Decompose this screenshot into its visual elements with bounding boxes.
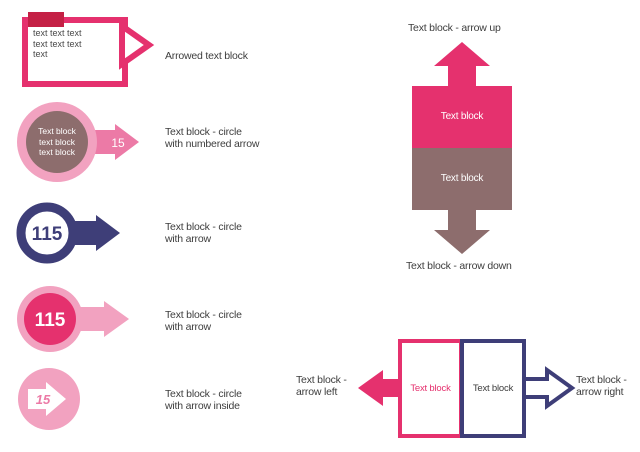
item-label-circle-numbered-arrow: Text block - circle with numbered arrow bbox=[165, 126, 260, 150]
arrow-right-icon bbox=[64, 215, 120, 251]
label-arrow-left: Text block - arrow left bbox=[296, 374, 347, 398]
arrow-number: 15 bbox=[36, 392, 51, 407]
item-label-circle-arrow-indigo: Text block - circle with arrow bbox=[165, 221, 242, 245]
number-circle bbox=[16, 202, 78, 264]
arrow-left-right-row-shape bbox=[358, 339, 576, 438]
text-block-top-label: Text block bbox=[440, 111, 484, 122]
arrow-down-icon bbox=[434, 204, 490, 254]
circle-arrow-pink-shape: 115 bbox=[17, 286, 129, 352]
text-block-right-label: Text block bbox=[472, 383, 514, 394]
item-label-circle-arrow-inside: Text block - circle with arrow inside bbox=[165, 388, 242, 412]
circle-number: 115 bbox=[32, 224, 63, 245]
arrow-number: 15 bbox=[111, 136, 125, 150]
circle-arrow-inside-shape: 15 bbox=[18, 368, 80, 430]
circle-numbered-arrow-shape: 15 bbox=[17, 102, 139, 182]
item-label-circle-arrow-pink: Text block - circle with arrow bbox=[165, 309, 242, 333]
circle-arrow-indigo-shape: 115 bbox=[16, 202, 120, 264]
text-block-left-label: Text block bbox=[410, 383, 451, 394]
label-arrow-down: Text block - arrow down bbox=[406, 260, 512, 272]
text-block-bottom-label: Text block bbox=[440, 173, 484, 184]
arrowed-block-text: text text text text text text text bbox=[33, 28, 82, 59]
circle-number: 115 bbox=[35, 310, 66, 331]
arrow-up-down-stack-shape bbox=[412, 42, 512, 254]
arrow-right-icon bbox=[28, 382, 66, 416]
arrow-left-icon bbox=[358, 370, 400, 406]
circle-block-text: Text block text block text block bbox=[38, 126, 76, 157]
arrowed-text-block-shape bbox=[22, 12, 155, 87]
number-circle bbox=[24, 293, 76, 345]
text-block-top bbox=[412, 86, 512, 148]
arrowed-block-body bbox=[22, 17, 128, 87]
text-block-bottom bbox=[412, 148, 512, 210]
arrow-right-icon bbox=[522, 366, 576, 410]
label-arrow-right: Text block - arrow right bbox=[576, 374, 627, 398]
arrow-up-icon bbox=[434, 42, 490, 92]
arrow-right-icon bbox=[119, 20, 155, 70]
text-block-right-box bbox=[460, 339, 526, 438]
inner-circle bbox=[26, 111, 88, 173]
label-arrow-up: Text block - arrow up bbox=[408, 22, 501, 34]
corner-tag bbox=[28, 12, 64, 27]
item-label-arrowed-text-block: Arrowed text block bbox=[165, 50, 248, 62]
text-block-left-box bbox=[398, 339, 463, 438]
